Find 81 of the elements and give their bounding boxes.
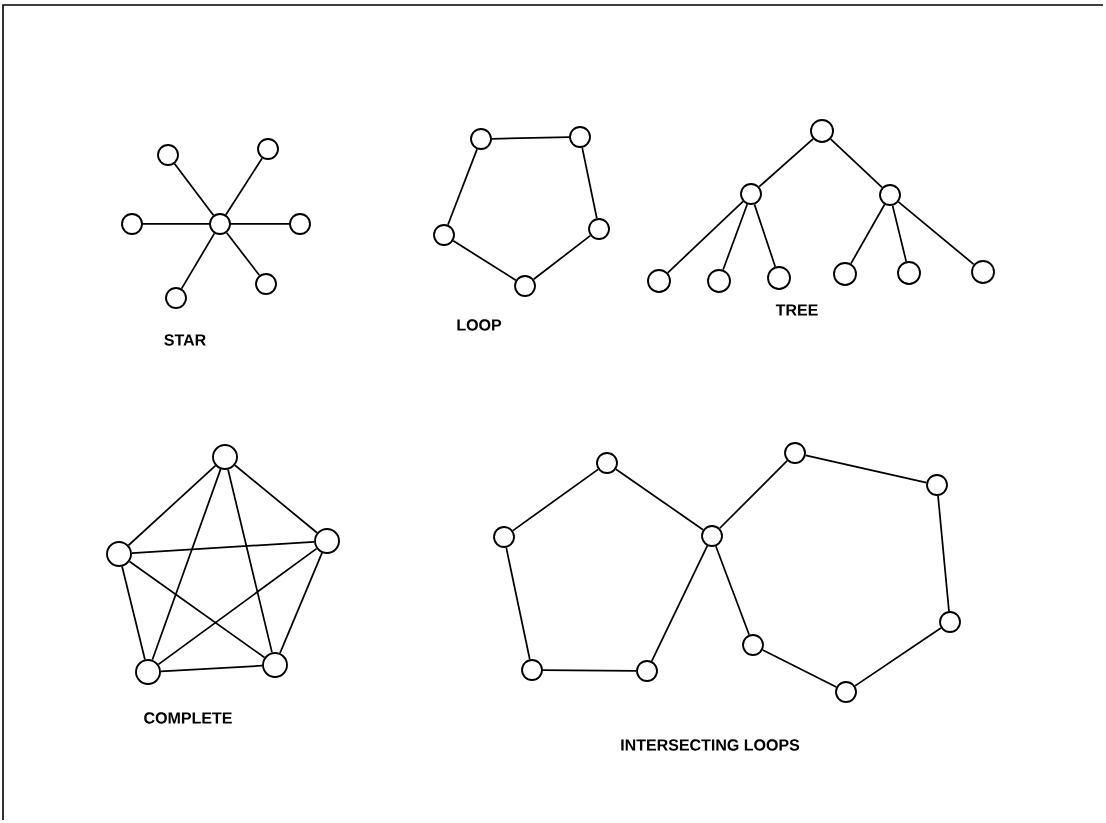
- graph-vertex: [121, 213, 143, 235]
- graph-edge: [937, 495, 950, 612]
- graph-edge: [128, 560, 266, 659]
- graph-vertex: [647, 269, 671, 293]
- graph-edge: [542, 669, 637, 672]
- graph-vertex: [742, 634, 764, 656]
- graph-vertex: [971, 260, 995, 284]
- graph-edge: [650, 544, 709, 662]
- graph-vertex: [521, 659, 543, 681]
- graph-edge: [891, 204, 908, 263]
- diagram-label: TREE: [775, 304, 818, 316]
- graph-vertex: [810, 119, 834, 143]
- diagram-label: INTERSECTING LOOPS: [621, 739, 800, 751]
- graph-edge: [225, 231, 261, 277]
- graph-vertex: [879, 184, 901, 206]
- graph-vertex: [569, 126, 591, 148]
- graph-edge: [157, 547, 318, 666]
- graph-vertex: [740, 183, 762, 205]
- graph-edge: [279, 552, 323, 654]
- graph-vertex: [212, 444, 238, 470]
- graph-edge: [615, 468, 704, 531]
- graph-edge: [718, 459, 789, 530]
- graph-edge: [491, 136, 570, 140]
- graph-edge: [151, 468, 222, 661]
- graph-vertex: [470, 128, 492, 150]
- graph-edge: [225, 157, 263, 216]
- graph-vertex: [707, 269, 731, 293]
- diagram-label: STAR: [164, 334, 206, 346]
- graph-edge: [512, 468, 599, 532]
- graph-vertex: [289, 213, 311, 235]
- graph-edge: [581, 146, 598, 220]
- graph-edge: [804, 454, 928, 484]
- graph-vertex: [939, 611, 961, 633]
- diagram-label: COMPLETE: [144, 712, 232, 724]
- graph-edge: [131, 540, 315, 555]
- graph-edge: [666, 200, 744, 274]
- graph-vertex: [767, 266, 791, 290]
- graph-edge: [447, 148, 478, 226]
- diagram-label: LOOP: [457, 319, 502, 331]
- graph-edge: [753, 203, 777, 268]
- graph-edge: [452, 239, 517, 282]
- graph-vertex: [784, 442, 806, 464]
- graph-edge: [715, 545, 751, 636]
- graph-edge: [722, 203, 749, 271]
- graph-vertex: [835, 681, 857, 703]
- graph-vertex: [314, 528, 340, 554]
- graph-vertex: [588, 218, 610, 240]
- graph-edge: [173, 162, 215, 217]
- graph-edge: [897, 201, 975, 266]
- graph-vertex: [257, 138, 279, 160]
- graph-vertex: [262, 652, 288, 678]
- graph-edge: [142, 223, 210, 225]
- graph-vertex: [926, 474, 948, 496]
- graph-vertex: [165, 287, 187, 309]
- graph-edge: [854, 627, 942, 687]
- graph-vertex: [636, 660, 658, 682]
- graph-edge: [829, 138, 883, 189]
- graph-vertex: [209, 213, 231, 235]
- graph-vertex: [897, 261, 921, 285]
- graph-edge: [180, 232, 216, 290]
- graph-edge: [505, 546, 531, 661]
- graph-edge: [761, 649, 838, 688]
- graph-vertex: [833, 262, 857, 286]
- graph-vertex: [255, 273, 277, 295]
- graph-edge: [532, 234, 592, 281]
- graph-edge: [227, 468, 273, 654]
- graph-vertex: [596, 452, 618, 474]
- graph-edge: [234, 464, 318, 534]
- graph-vertex: [106, 541, 132, 567]
- graph-edge: [160, 664, 263, 673]
- graph-edge: [230, 223, 290, 225]
- graph-vertex: [514, 275, 536, 297]
- graph-vertex: [493, 526, 515, 548]
- graph-edge: [758, 138, 814, 188]
- graph-vertex: [701, 525, 723, 547]
- graph-edge: [121, 565, 146, 661]
- graph-vertex: [433, 224, 455, 246]
- graph-edge: [127, 464, 217, 547]
- graph-vertex: [157, 144, 179, 166]
- graph-edge: [850, 203, 886, 265]
- graph-vertex: [135, 659, 161, 685]
